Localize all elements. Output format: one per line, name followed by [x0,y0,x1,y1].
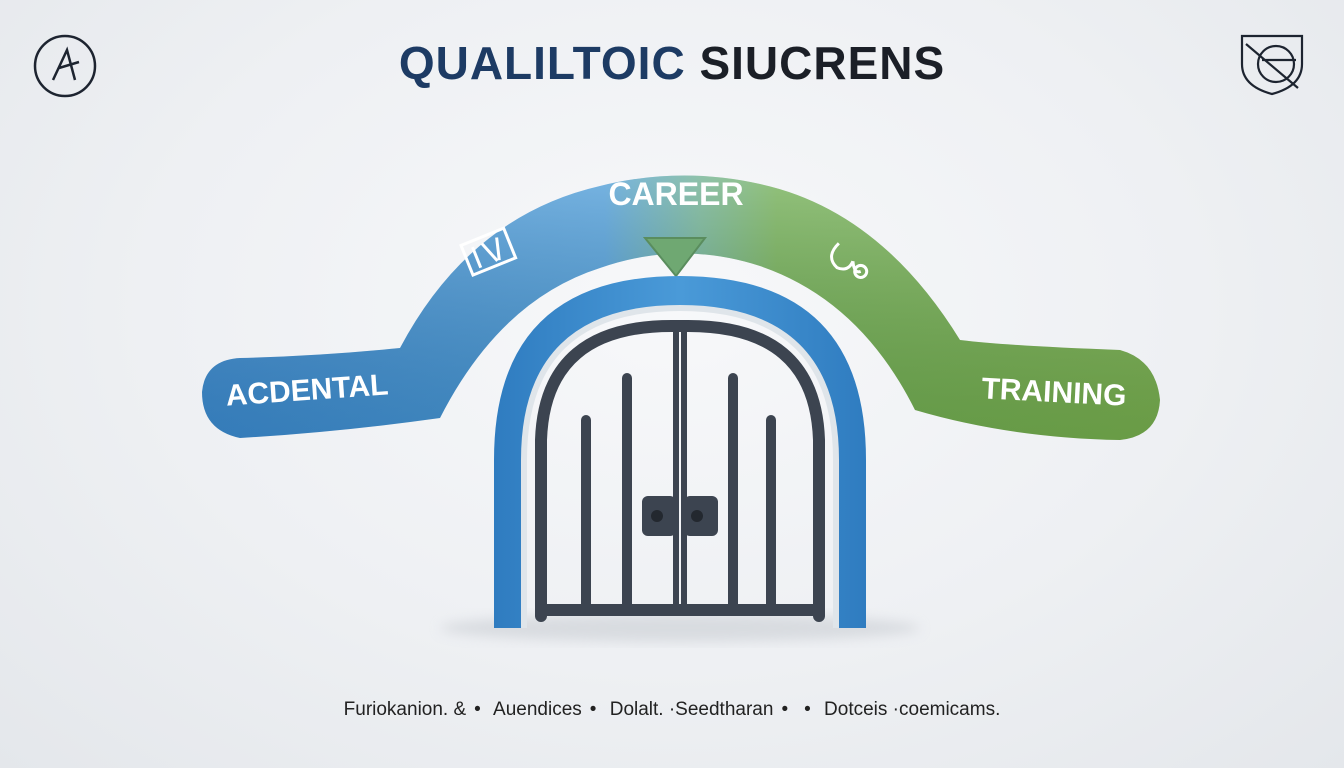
title-part-2: SIUCRENS [699,37,946,89]
gate [535,319,825,622]
document-icon [459,226,518,278]
gate-handles [642,496,718,536]
footer-item: Dotceis [824,699,888,720]
floor-shadow [440,614,920,642]
page-title: QUALILTOIC SIUCRENS [0,38,1344,88]
shield-logo-icon [1240,34,1304,96]
footer-item: Auendices [493,699,582,720]
arch-label-right: TRAINING [981,372,1128,413]
footer-caption: Furiokanion. &• Auendices• Dolalt. ·Seed… [343,699,1001,720]
career-arch-band [202,175,1160,440]
down-arrow-icon [642,237,708,278]
footer-item: ·Seedtharan [668,699,774,720]
footer-item: Furiokanion. & [343,699,467,720]
footer-item: Dolalt. [609,699,664,720]
stethoscope-icon [830,242,869,279]
footer-item: ·coemicams. [892,699,1001,720]
title-part-1: QUALILTOIC [398,37,686,89]
arch-label-center: CAREER [608,176,743,212]
door-frame [494,276,866,628]
compass-logo-icon [33,34,97,98]
